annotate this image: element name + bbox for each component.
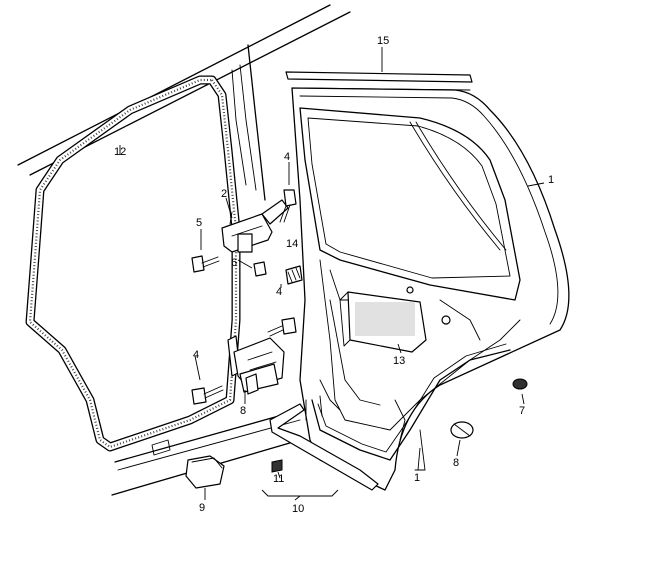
door-check-bolt-4 — [285, 265, 303, 285]
callout-12: 13 — [393, 355, 405, 367]
callout-2: 2 — [221, 188, 227, 200]
hinge-bolt-6 — [253, 261, 267, 277]
plug-7 — [512, 378, 528, 390]
window-trim-strip — [285, 71, 473, 91]
lower-hinge-bolt-4b — [191, 385, 224, 405]
upper-hinge-assembly — [221, 199, 289, 253]
callout-9: 10 — [292, 503, 304, 515]
body-door-seal — [25, 75, 241, 452]
callout-1-top: 1 — [548, 174, 554, 186]
callout-7: 7 — [519, 405, 525, 417]
hinge-bolt-5 — [191, 255, 220, 273]
callout-labels: 15 1 12 2 4 5 14 6 4 4 8 13 7 8 1 11 10 … — [114, 35, 554, 515]
callout-4-lower: 4 — [193, 349, 199, 361]
lower-hinge-bolt-4a — [267, 317, 297, 337]
leader-lines — [119, 47, 545, 501]
rear-door-shell — [291, 87, 570, 491]
upper-hinge-bolt-4 — [279, 189, 297, 223]
callout-6: 6 — [231, 257, 237, 269]
callout-10: 11 — [273, 473, 284, 485]
callout-4-middle: 4 — [276, 286, 282, 298]
callout-8-plug: 8 — [453, 457, 459, 469]
callout-11: 12 — [114, 146, 126, 158]
callout-4-top: 4 — [284, 151, 290, 163]
callout-15: 15 — [377, 35, 389, 47]
callout-5: 5 — [196, 217, 202, 229]
callout-1-bottom: 1 — [414, 472, 420, 484]
callout-14: 9 — [199, 502, 205, 514]
plug-8-large — [450, 421, 474, 439]
callout-8-hinge: 8 — [240, 405, 246, 417]
body-plug-14 — [185, 455, 225, 489]
callout-13: 14 — [286, 238, 298, 250]
sill-trim-strip — [269, 395, 379, 491]
lower-hinge-assembly — [227, 335, 285, 395]
clip-10 — [271, 459, 283, 473]
